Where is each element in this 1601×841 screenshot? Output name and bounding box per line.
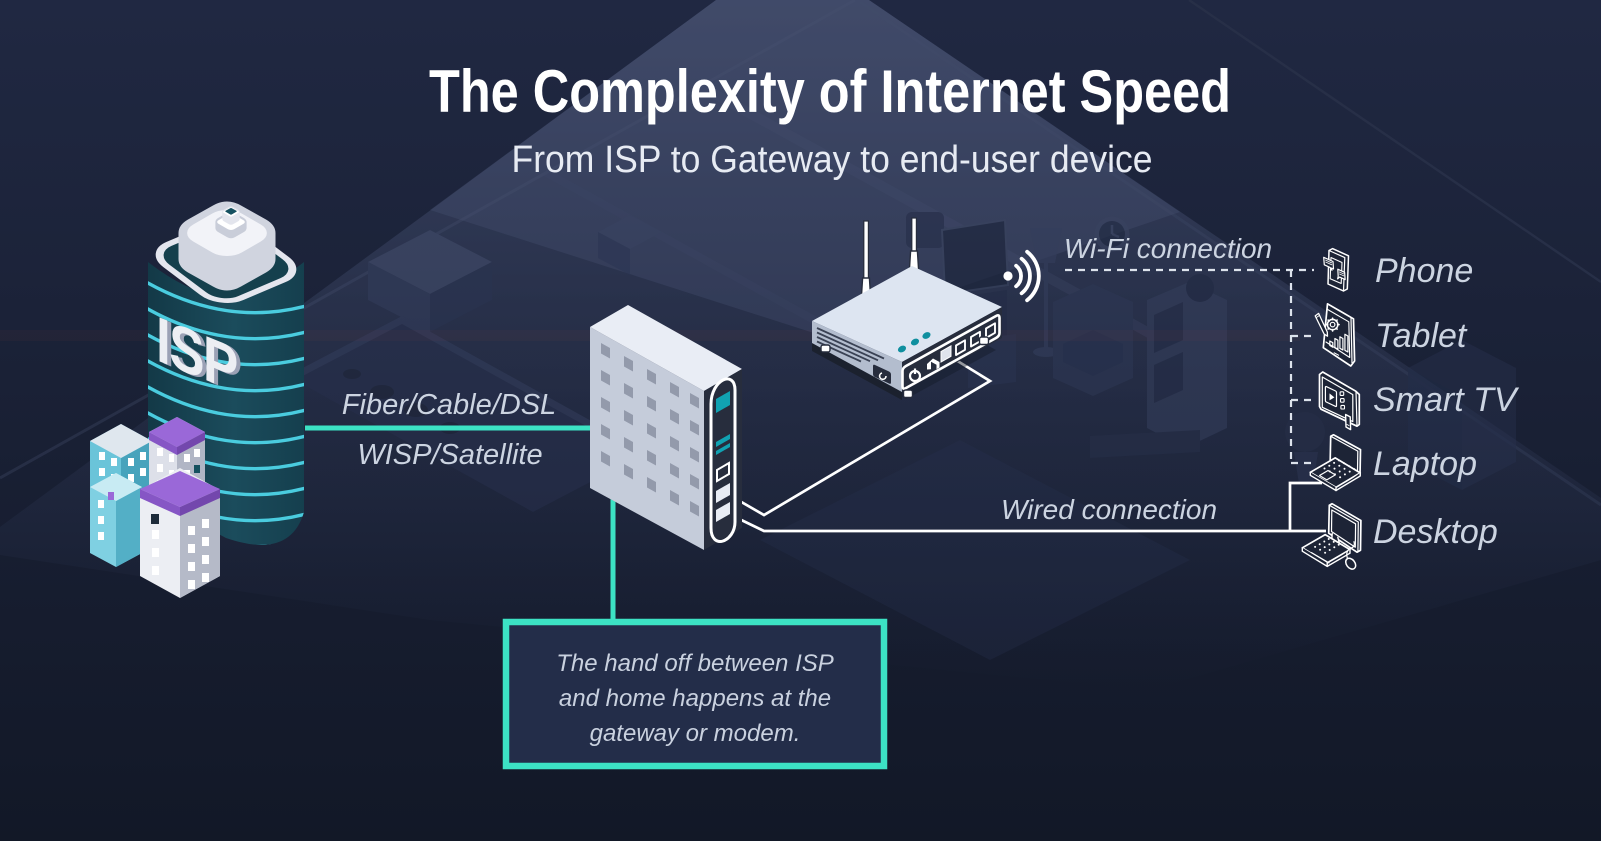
svg-text:and home happens at the: and home happens at the — [559, 685, 831, 712]
svg-text:The hand off between ISP: The hand off between ISP — [556, 650, 834, 677]
svg-text:Wi-Fi connection: Wi-Fi connection — [1064, 233, 1272, 264]
svg-text:Smart TV: Smart TV — [1373, 381, 1520, 419]
svg-text:Desktop: Desktop — [1373, 513, 1498, 551]
svg-text:Laptop: Laptop — [1373, 445, 1477, 483]
svg-text:gateway or modem.: gateway or modem. — [590, 720, 801, 747]
svg-text:Fiber/Cable/DSL: Fiber/Cable/DSL — [342, 389, 556, 421]
svg-text:WISP/Satellite: WISP/Satellite — [357, 439, 542, 471]
svg-text:The Complexity of Internet Spe: The Complexity of Internet Speed — [429, 58, 1231, 125]
svg-text:Tablet: Tablet — [1375, 317, 1468, 355]
svg-text:Phone: Phone — [1375, 252, 1473, 290]
svg-text:From ISP to Gateway to end-use: From ISP to Gateway to end-user device — [512, 139, 1153, 181]
svg-text:Wired connection: Wired connection — [1001, 494, 1217, 525]
